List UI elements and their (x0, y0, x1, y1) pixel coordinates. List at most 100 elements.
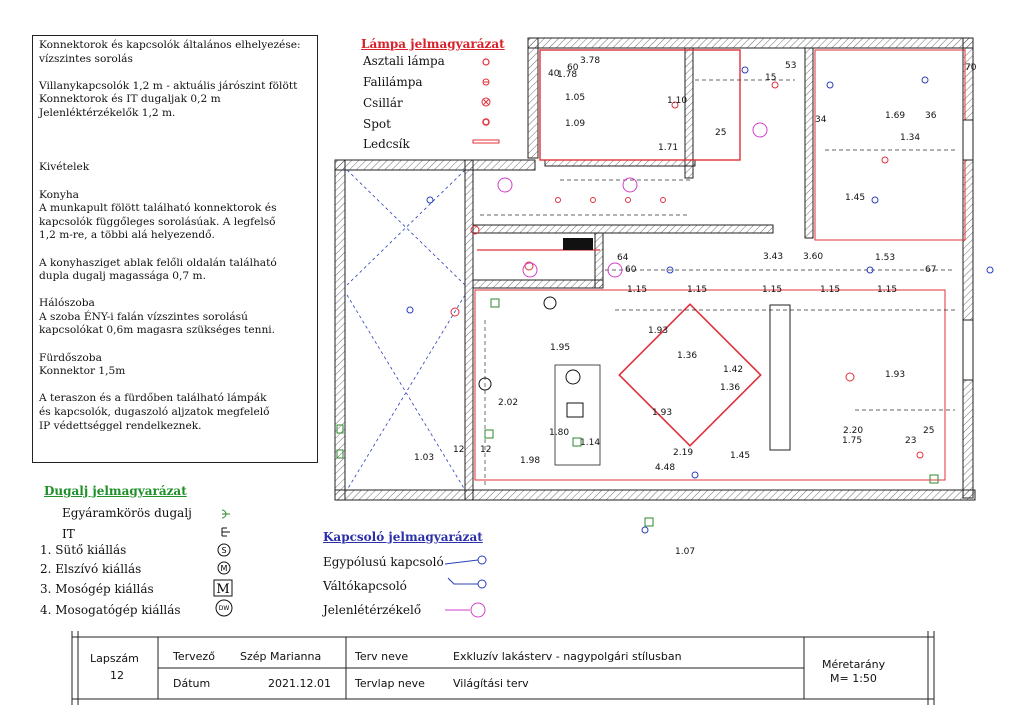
dimension-label: 2.19 (673, 448, 693, 458)
scale-label: Méretarány (822, 658, 886, 671)
dimension-label: 40 (548, 69, 560, 79)
note-line: kapcsolókat 0,6m magasra szükséges tenni… (39, 324, 276, 337)
dimension-label: 1.15 (762, 285, 782, 295)
dimension-label: 1.15 (877, 285, 897, 295)
note-line: kapcsolók függőleges sorolásúak. A legfe… (39, 215, 276, 228)
single-pole-switch-icon (444, 555, 487, 565)
note-line: A szoba ÉNY-i falán vízszintes sorolású (39, 310, 248, 323)
dimension-label: 70 (965, 63, 977, 73)
note-line: Konnektorok és kapcsolók általános elhel… (39, 39, 301, 51)
dimension-label: 12 (453, 445, 464, 455)
switch-legend-item: Váltókapcsoló (323, 579, 407, 593)
it-socket-icon (221, 527, 230, 537)
dimension-label: 1.36 (677, 351, 697, 361)
dimension-label: 2.02 (498, 398, 518, 408)
note-line (39, 175, 311, 189)
dimension-label: 1.36 (720, 383, 740, 393)
dimension-label: 1.05 (565, 93, 585, 103)
single-socket-icon (221, 509, 230, 519)
plan-name-value: Exkluzív lakásterv - nagypolgári stílusb… (453, 650, 682, 663)
dimension-label: 1.10 (667, 96, 687, 106)
dimension-label: 60 (625, 265, 637, 275)
socket-legend-item: IT (62, 527, 75, 541)
note-line (39, 148, 311, 162)
title-block-frame (71, 631, 935, 705)
kitchen-island-led (618, 303, 762, 447)
switch-legend-item: Jelenlétérzékelő (323, 603, 422, 617)
designer-value: Szép Marianna (240, 650, 322, 663)
dimension-label: 1.45 (730, 451, 750, 461)
hood-icon (217, 561, 231, 575)
dimension-label: 1.07 (675, 547, 695, 557)
bathroom-led-outline (539, 49, 741, 161)
dimension-label: 1.93 (648, 326, 668, 336)
dimension-label: 1.03 (414, 453, 434, 463)
sheet-name-label: Tervlap neve (355, 677, 425, 690)
note-line (39, 338, 311, 352)
note-line: IP védettséggel rendelkeznek. (39, 419, 202, 432)
two-way-switch-icon (447, 577, 487, 589)
note-line: vízszintes sorolás (39, 52, 133, 65)
svg-text:M: M (216, 582, 229, 597)
lamp-legend-title: Lámpa jelmagyarázat (361, 37, 505, 51)
lamp-legend-item: Csillár (363, 96, 403, 110)
date-label: Dátum (173, 677, 211, 690)
note-line (39, 121, 311, 135)
dimension-label: 1.71 (658, 143, 678, 153)
led-strip-icon (472, 139, 500, 144)
dimension-label: 34 (815, 115, 827, 125)
designer-label: Tervező (173, 650, 215, 663)
lamp-legend-item: Spot (363, 117, 391, 131)
dimension-label: 1.15 (687, 285, 707, 295)
dimension-label: 1.42 (723, 365, 743, 375)
dimension-label: 23 (905, 436, 916, 446)
dimension-label: 25 (715, 128, 726, 138)
chandelier-icon (481, 97, 491, 107)
dimension-label: 1.93 (652, 408, 672, 418)
socket-legend-item: 2. Elszívó kiállás (40, 562, 142, 576)
dimension-label: 1.80 (549, 428, 569, 438)
dimension-label: 36 (925, 111, 937, 121)
dimension-label: 1.15 (627, 285, 647, 295)
dimension-label: 1.45 (845, 193, 865, 203)
dimension-label: 1.69 (885, 111, 905, 121)
dimension-label: 25 (923, 426, 934, 436)
sheet-number-label: Lapszám (90, 652, 139, 665)
svg-text:DW: DW (219, 605, 230, 612)
presence-detector-icon (445, 602, 486, 618)
note-line: A teraszon és a fürdőben található lámpá… (39, 392, 267, 405)
walls (334, 37, 976, 501)
dimension-label: 1.15 (820, 285, 840, 295)
note-line: Jelenléktérzékelők 1,2 m. (39, 106, 176, 119)
note-line: Kivételek (39, 161, 90, 174)
washing-machine-icon (213, 579, 233, 597)
note-line: 1,2 m-re, a többi alá helyezendő. (39, 229, 215, 242)
dimension-label: 4.48 (655, 463, 675, 473)
dimension-label: 1.78 (557, 70, 577, 80)
note-line (39, 379, 311, 393)
dimension-label: 1.09 (565, 119, 585, 129)
dimension-label: 1.14 (580, 438, 600, 448)
note-line (39, 134, 311, 148)
note-line: Konnektorok és IT dugaljak 0,2 m (39, 93, 221, 106)
dimension-label: 1.95 (550, 343, 570, 353)
dimension-label: 60 (567, 63, 579, 73)
socket-legend-title: Dugalj jelmagyarázat (44, 484, 187, 498)
general-notes-box: Konnektorok és kapcsolók általános elhel… (32, 35, 318, 463)
switch-legend-item: Egypólusú kapcsoló (323, 555, 444, 569)
note-line (39, 284, 311, 298)
svg-text:S: S (221, 546, 226, 555)
dimension-label: 2.20 (843, 426, 863, 436)
note-line: Villanykapcsolók 1,2 m - aktuális járósz… (39, 79, 298, 92)
socket-legend-symbols: S M M DW (213, 509, 233, 617)
socket-legend-item: 4. Mosogatógép kiállás (40, 603, 181, 617)
dimension-label: 12 (480, 445, 491, 455)
switch-legend-symbols (444, 555, 487, 618)
lamp-legend-item: Falilámpa (363, 75, 423, 89)
scale-value: M= 1:50 (830, 672, 877, 685)
note-line: Fürdőszoba (39, 351, 102, 364)
note-line: Hálószoba (39, 297, 95, 310)
dimension-label: 64 (617, 253, 629, 263)
dishwasher-icon (215, 599, 233, 617)
